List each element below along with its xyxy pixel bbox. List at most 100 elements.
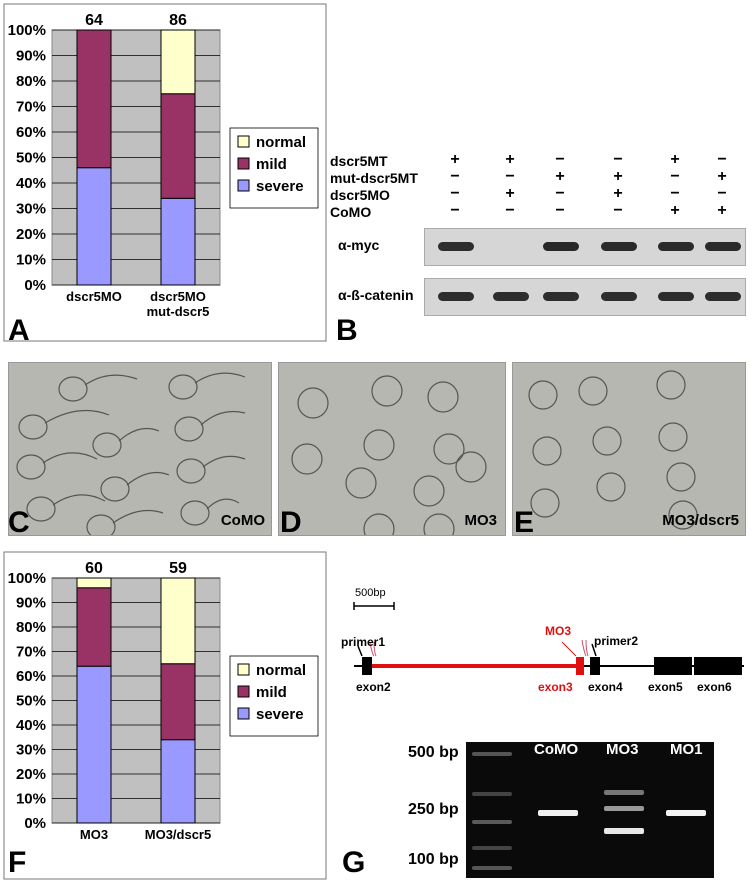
exon2-box: [362, 657, 372, 675]
wb-strip: [424, 228, 746, 266]
wb-band: [658, 292, 694, 301]
wb-band: [493, 292, 529, 301]
wb-sign: +: [450, 151, 460, 168]
y-tick-label: 10%: [16, 791, 46, 808]
wb-band: [543, 292, 579, 301]
wb-band: [601, 292, 637, 301]
wb-band: [543, 242, 579, 251]
wb-band: [438, 292, 474, 301]
mo3-band: [604, 828, 644, 834]
primer1-arrow: [357, 645, 363, 657]
exon6-label: exon6: [697, 680, 732, 694]
bar-segment-normal: [160, 577, 196, 665]
bar-segment-mild: [76, 29, 112, 169]
wb-band: [705, 292, 741, 301]
x-category-label: dscr5MO: [150, 289, 206, 304]
mo3-label: MO3: [545, 624, 572, 638]
bar-segment-mild: [76, 587, 112, 667]
photo-label-como: CoMO: [220, 512, 265, 529]
bar-segment-severe: [76, 167, 112, 286]
wb-sign: +: [717, 202, 727, 219]
bar-total-label: 64: [85, 12, 103, 29]
y-tick-label: 10%: [16, 252, 46, 269]
y-tick-label: 0%: [24, 815, 46, 832]
bar-segment-severe: [76, 665, 112, 824]
bar-segment-mild: [160, 93, 196, 199]
wb-sign: −: [505, 168, 515, 185]
wb-sign: −: [670, 168, 680, 185]
gel-marker-250: 250 bp: [408, 801, 459, 818]
x-category-label: mut-dscr5: [147, 304, 210, 319]
wb-sign: +: [670, 151, 680, 168]
wb-sign: −: [613, 151, 623, 168]
gel-lane-mo1: MO1: [670, 742, 703, 758]
scale-bar-label: 500bp: [355, 587, 386, 599]
legend-label-mild: mild: [256, 156, 287, 173]
embryo-photo-mo3: MO3: [278, 362, 506, 536]
panel-letter-g: G: [342, 846, 366, 879]
wb-sign: −: [555, 202, 565, 219]
legend-label-normal: normal: [256, 662, 306, 679]
primer1-label: primer1: [341, 635, 386, 649]
exon5-label: exon5: [648, 680, 683, 694]
wb-sign: +: [505, 151, 515, 168]
wb-sign: −: [613, 202, 623, 219]
bar-total-label: 60: [85, 560, 103, 577]
gel-marker-100: 100 bp: [408, 851, 459, 868]
y-tick-label: 80%: [16, 619, 46, 636]
mo1-target-arrow: [369, 641, 377, 657]
y-tick-label: 70%: [16, 644, 46, 661]
bar-segment-normal: [76, 577, 112, 589]
legend-swatch-severe: [237, 179, 250, 192]
legend-swatch-mild: [237, 685, 250, 698]
embryo-photo-como: CoMO: [8, 362, 272, 536]
wb-band: [658, 242, 694, 251]
bar-total-label: 86: [169, 12, 187, 29]
primer2-label: primer2: [594, 634, 639, 648]
wb-blot-label: α-ß-catenin: [338, 287, 414, 303]
legend-label-severe: severe: [256, 706, 304, 723]
legend-label-normal: normal: [256, 134, 306, 151]
legend-swatch-normal: [237, 135, 250, 148]
photo-label-mo3-dscr5: MO3/dscr5: [662, 512, 739, 529]
bar-total-label: 59: [169, 560, 187, 577]
y-tick-label: 20%: [16, 766, 46, 783]
x-category-label: MO3: [80, 827, 108, 842]
y-tick-label: 40%: [16, 717, 46, 734]
chart-a: 0%10%20%30%40%50%60%70%80%90%100%64dscr5…: [3, 3, 327, 342]
panel-letter-d: D: [280, 506, 302, 539]
wb-sign: −: [717, 151, 727, 168]
panel-letter-b: B: [336, 314, 358, 347]
wb-strip: [424, 278, 746, 316]
wb-condition-label: dscr5MT: [330, 153, 388, 169]
legend-label-mild: mild: [256, 684, 287, 701]
gel-marker-500: 500 bp: [408, 744, 459, 761]
y-tick-label: 20%: [16, 226, 46, 243]
mo3-target-arrow: [581, 639, 589, 657]
wb-sign: −: [450, 202, 460, 219]
chart-f: 0%10%20%30%40%50%60%70%80%90%100%60MO359…: [3, 551, 327, 880]
embryo-illustration-como: [16, 372, 246, 535]
y-tick-label: 50%: [16, 693, 46, 710]
exon5-box: [654, 657, 692, 675]
y-tick-label: 100%: [8, 570, 46, 587]
wb-band: [438, 242, 474, 251]
wb-blot-label: α-myc: [338, 237, 380, 253]
mo3-pointer: [561, 641, 577, 657]
wb-condition-label: CoMO: [330, 204, 372, 220]
mo1-band: [666, 810, 706, 816]
y-tick-label: 0%: [24, 277, 46, 294]
legend-swatch-normal: [237, 663, 250, 676]
panel-letter-e: E: [514, 506, 535, 539]
bar-segment-severe: [160, 739, 196, 824]
como-band: [538, 810, 578, 816]
gel-image: CoMO MO3 MO1: [466, 742, 714, 878]
y-tick-label: 80%: [16, 73, 46, 90]
wb-band: [705, 242, 741, 251]
y-tick-label: 60%: [16, 124, 46, 141]
wb-sign: −: [450, 185, 460, 202]
wb-band: [601, 242, 637, 251]
panel-letter-a: A: [8, 314, 30, 347]
exon6-box: [694, 657, 742, 675]
wb-sign: +: [717, 168, 727, 185]
